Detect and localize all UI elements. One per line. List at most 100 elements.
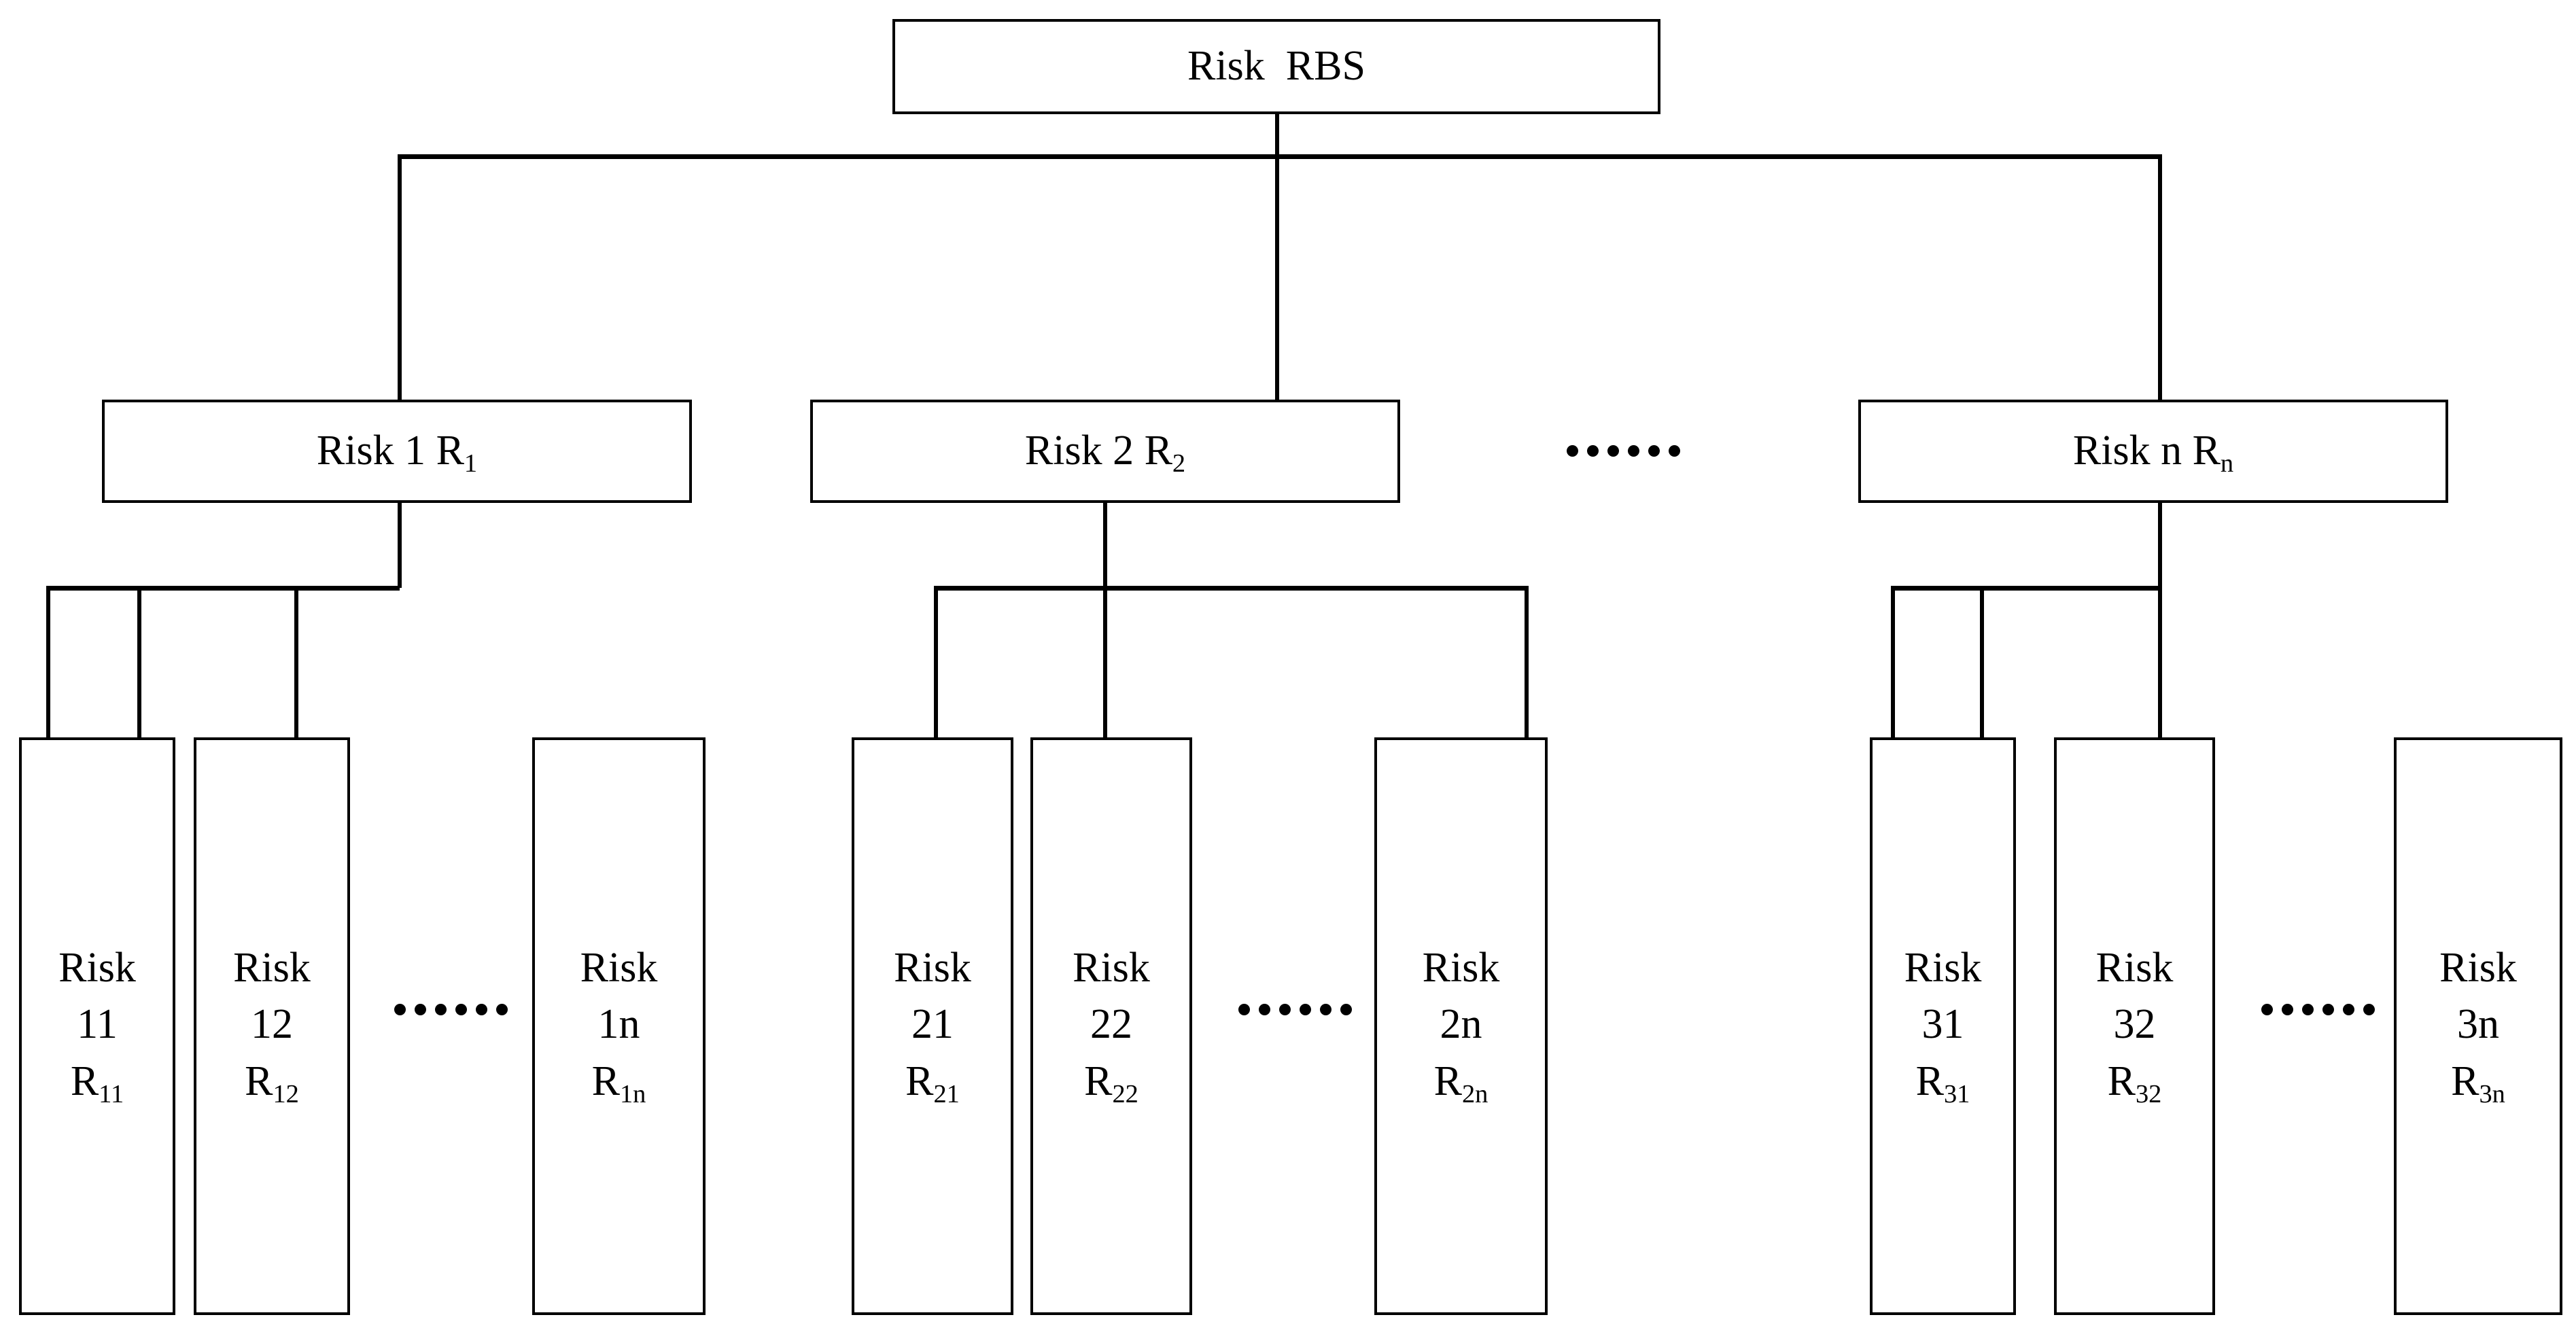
leaf-line-2: 21	[911, 1001, 954, 1048]
leaf-line-code: R1n	[591, 1057, 646, 1108]
connector-root-stem	[1275, 113, 1279, 156]
leaf-line-code: R11	[70, 1057, 124, 1108]
ellipsis-dot	[394, 1004, 406, 1015]
ellipsis-dot	[1669, 445, 1680, 457]
connector-group1-drop-3	[294, 586, 298, 741]
ellipsis-dot	[435, 1004, 447, 1015]
leaf-line-code: R22	[1084, 1057, 1138, 1108]
ellipsis-dot	[1628, 445, 1639, 457]
ellipsis-dot	[1648, 445, 1660, 457]
ellipsis-dot	[2363, 1004, 2375, 1015]
leaf-line-2: 12	[251, 1001, 293, 1048]
node-risk-n-label: Risk n Rn	[2072, 427, 2234, 478]
leaf-line-2: 22	[1090, 1001, 1132, 1048]
ellipsis-group2	[1238, 1004, 1352, 1015]
node-risk-12[interactable]: Risk 12 R12	[194, 737, 350, 1315]
connector-group2-drop-2	[1103, 586, 1107, 741]
ellipsis-dot	[1259, 1004, 1270, 1015]
node-risk-rbs-label: Risk RBS	[1187, 43, 1365, 90]
node-risk-32[interactable]: Risk 32 R32	[2054, 737, 2215, 1315]
ellipsis-level2	[1567, 445, 1680, 457]
connector-level2-bus	[398, 154, 2162, 159]
ellipsis-dot	[1279, 1004, 1291, 1015]
ellipsis-dot	[1320, 1004, 1331, 1015]
ellipsis-group3	[2261, 1004, 2375, 1015]
ellipsis-dot	[1238, 1004, 1250, 1015]
leaf-line-code: R12	[245, 1057, 299, 1108]
leaf-line-1: Risk	[233, 945, 311, 992]
node-risk-1-label: Risk 1 R1	[316, 427, 478, 478]
ellipsis-dot	[1587, 445, 1599, 457]
connector-group3-stem	[2158, 503, 2162, 588]
ellipsis-dot	[1607, 445, 1619, 457]
connector-group2-drop-3	[1525, 586, 1529, 741]
connector-level2-drop-3	[2158, 154, 2162, 402]
node-risk-22[interactable]: Risk 22 R22	[1030, 737, 1192, 1315]
ellipsis-dot	[1300, 1004, 1311, 1015]
leaf-line-2: 3n	[2457, 1001, 2499, 1048]
leaf-line-code: R32	[2107, 1057, 2162, 1108]
leaf-line-2: 2n	[1440, 1001, 1482, 1048]
node-risk-11-text: Risk 11 R11	[22, 940, 173, 1112]
node-risk-rbs[interactable]: Risk RBS	[892, 19, 1660, 114]
ellipsis-dot	[476, 1004, 487, 1015]
node-risk-2[interactable]: Risk 2 R2	[810, 400, 1400, 503]
ellipsis-dot	[496, 1004, 508, 1015]
ellipsis-dot	[2282, 1004, 2293, 1015]
connector-group3-bus	[1891, 586, 2162, 591]
node-risk-31-text: Risk 31 R31	[1873, 940, 2013, 1112]
node-risk-n[interactable]: Risk n Rn	[1858, 400, 2448, 503]
connector-group2-bus	[934, 586, 1529, 591]
leaf-line-code: R21	[905, 1057, 960, 1108]
ellipsis-group1	[394, 1004, 508, 1015]
node-risk-32-text: Risk 32 R32	[2057, 940, 2212, 1112]
node-risk-11[interactable]: Risk 11 R11	[19, 737, 175, 1315]
ellipsis-dot	[415, 1004, 426, 1015]
connector-group2-stem	[1103, 503, 1107, 588]
connector-group1-bus	[46, 586, 400, 591]
connector-group3-drop-2	[1980, 586, 1984, 741]
node-risk-2-label: Risk 2 R2	[1024, 427, 1186, 478]
connector-group3-drop-1	[1891, 586, 1895, 741]
leaf-line-code: R2n	[1433, 1057, 1489, 1108]
leaf-line-2: 1n	[597, 1001, 640, 1048]
connector-level2-drop-1	[398, 154, 402, 402]
ellipsis-dot	[455, 1004, 467, 1015]
node-risk-1n[interactable]: Risk 1n R1n	[532, 737, 706, 1315]
leaf-line-2: 32	[2113, 1001, 2156, 1048]
connector-group1-drop-1	[46, 586, 50, 741]
node-risk-3n[interactable]: Risk 3n R3n	[2394, 737, 2562, 1315]
leaf-line-code: R3n	[2451, 1057, 2505, 1108]
connector-level2-drop-2	[1275, 154, 1279, 402]
node-risk-22-text: Risk 22 R22	[1033, 940, 1189, 1112]
ellipsis-dot	[1340, 1004, 1352, 1015]
ellipsis-dot	[2302, 1004, 2314, 1015]
leaf-line-1: Risk	[1422, 945, 1500, 992]
leaf-line-code: R31	[1915, 1057, 1970, 1108]
leaf-line-1: Risk	[1904, 945, 1982, 992]
connector-group2-drop-1	[934, 586, 938, 741]
leaf-line-1: Risk	[1073, 945, 1150, 992]
node-risk-21[interactable]: Risk 21 R21	[852, 737, 1013, 1315]
ellipsis-dot	[2343, 1004, 2354, 1015]
leaf-line-1: Risk	[58, 945, 136, 992]
node-risk-31[interactable]: Risk 31 R31	[1870, 737, 2016, 1315]
node-risk-3n-text: Risk 3n R3n	[2397, 940, 2560, 1112]
node-risk-2n-text: Risk 2n R2n	[1377, 940, 1545, 1112]
leaf-line-2: 31	[1921, 1001, 1964, 1048]
connector-group1-drop-2	[137, 586, 141, 741]
node-risk-2n[interactable]: Risk 2n R2n	[1374, 737, 1548, 1315]
leaf-line-2: 11	[77, 1001, 118, 1048]
connector-group1-stem	[398, 503, 402, 588]
node-risk-21-text: Risk 21 R21	[854, 940, 1011, 1112]
leaf-line-1: Risk	[2439, 945, 2517, 992]
node-risk-1[interactable]: Risk 1 R1	[102, 400, 692, 503]
node-risk-1n-text: Risk 1n R1n	[535, 940, 703, 1112]
node-risk-12-text: Risk 12 R12	[196, 940, 347, 1112]
leaf-line-1: Risk	[580, 945, 658, 992]
ellipsis-dot	[2322, 1004, 2334, 1015]
leaf-line-1: Risk	[894, 945, 971, 992]
leaf-line-1: Risk	[2095, 945, 2174, 992]
connector-group3-drop-3	[2158, 586, 2162, 741]
